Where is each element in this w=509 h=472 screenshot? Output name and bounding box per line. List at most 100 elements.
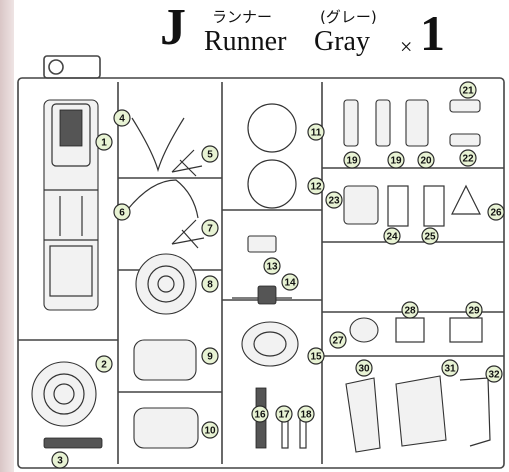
part-20-box — [405, 99, 429, 147]
part-number: 28 — [404, 306, 416, 317]
part-badge-1: 1 — [95, 133, 113, 151]
part-badge-16: 16 — [251, 405, 269, 423]
part-badge-circle — [113, 109, 131, 127]
part-31-plate — [395, 375, 447, 447]
part-30-fender — [345, 377, 381, 453]
part-29-rack — [449, 317, 483, 343]
part-badge-circle — [113, 203, 131, 221]
part-4-frame — [131, 117, 185, 173]
part-number: 9 — [207, 352, 213, 363]
part-6-frame — [123, 179, 199, 219]
part-number: 18 — [300, 410, 312, 421]
part-25-post — [423, 185, 445, 227]
part-badge-13: 13 — [263, 257, 281, 275]
part-badge-circle — [307, 123, 325, 141]
part-badge-circle — [465, 301, 483, 319]
part-24-post — [387, 185, 409, 227]
part-number: 1 — [101, 138, 107, 149]
part-17-rod — [281, 419, 289, 449]
part-badge-7: 7 — [201, 219, 219, 237]
part-number: 19 — [390, 156, 402, 167]
part-badge-circle — [459, 81, 477, 99]
part-badge-24: 24 — [383, 227, 401, 245]
part-badge-27: 27 — [329, 331, 347, 349]
part-number: 12 — [310, 182, 322, 193]
part-badge-29: 29 — [465, 301, 483, 319]
part-number: 3 — [57, 456, 63, 467]
runner-letter: J — [160, 0, 186, 56]
part-badge-8: 8 — [201, 275, 219, 293]
part-badge-circle — [307, 177, 325, 195]
part-badge-21: 21 — [459, 81, 477, 99]
part-number: 29 — [468, 306, 480, 317]
part-number: 24 — [386, 232, 398, 243]
part-badge-circle — [387, 151, 405, 169]
part-number: 32 — [488, 370, 500, 381]
part-number: 10 — [204, 426, 216, 437]
part-badge-circle — [487, 203, 505, 221]
part-5-clip — [171, 149, 203, 177]
runner-frame — [17, 77, 505, 469]
part-badge-circle — [485, 365, 503, 383]
color-en-label: Gray — [314, 26, 370, 57]
color-jp-label: (グレー) — [320, 8, 377, 26]
part-number: 2 — [101, 360, 107, 371]
part-8-ring — [135, 253, 197, 315]
part-number: 25 — [424, 232, 436, 243]
page-edge-strip — [0, 0, 14, 472]
part-badge-26: 26 — [487, 203, 505, 221]
part-2-ring — [31, 361, 97, 427]
part-number: 19 — [346, 156, 358, 167]
part-badge-9: 9 — [201, 347, 219, 365]
part-12-ring — [247, 159, 297, 209]
part-number: 22 — [462, 154, 474, 165]
part-number: 17 — [278, 410, 290, 421]
part-number: 13 — [266, 262, 278, 273]
part-badge-5: 5 — [201, 145, 219, 163]
part-badge-17: 17 — [275, 405, 293, 423]
part-badge-circle — [201, 421, 219, 439]
part-badge-circle — [329, 331, 347, 349]
part-number: 20 — [420, 156, 432, 167]
part-badge-14: 14 — [281, 273, 299, 291]
part-21-bracket — [449, 99, 481, 113]
part-number: 26 — [490, 208, 502, 219]
part-22-bracket — [449, 133, 481, 147]
part-26-triangle — [451, 184, 481, 215]
part-number: 30 — [358, 364, 370, 375]
part-number: 6 — [119, 208, 125, 219]
part-number: 4 — [119, 114, 125, 125]
part-badge-circle — [421, 227, 439, 245]
part-badge-circle — [441, 359, 459, 377]
part-badge-circle — [251, 405, 269, 423]
runner-jp-label: ランナー — [212, 8, 273, 26]
part-32-strut — [459, 377, 491, 447]
part-badge-circle — [355, 359, 373, 377]
part-badge-circle — [201, 219, 219, 237]
part-badge-circle — [201, 347, 219, 365]
part-badge-2: 2 — [95, 355, 113, 373]
part-badge-circle — [201, 145, 219, 163]
part-28-rack — [395, 317, 425, 343]
sprue-tab — [43, 55, 101, 79]
part-number: 15 — [310, 352, 322, 363]
part-7-clip — [171, 219, 205, 249]
part-number: 8 — [207, 280, 213, 291]
part-11-ring — [247, 103, 297, 153]
part-badge-25: 25 — [421, 227, 439, 245]
part-badge-19a: 19 — [343, 151, 361, 169]
part-badge-circle — [459, 149, 477, 167]
part-badge-20: 20 — [417, 151, 435, 169]
part-badge-23: 23 — [325, 191, 343, 209]
runner-quantity: 1 — [420, 5, 445, 61]
part-badge-circle — [201, 275, 219, 293]
part-18-rod — [299, 419, 307, 449]
part-badge-circle — [417, 151, 435, 169]
part-badge-circle — [95, 355, 113, 373]
part-19b-spring — [375, 99, 391, 147]
part-badge-3: 3 — [51, 451, 69, 469]
part-badge-12: 12 — [307, 177, 325, 195]
part-badge-22: 22 — [459, 149, 477, 167]
